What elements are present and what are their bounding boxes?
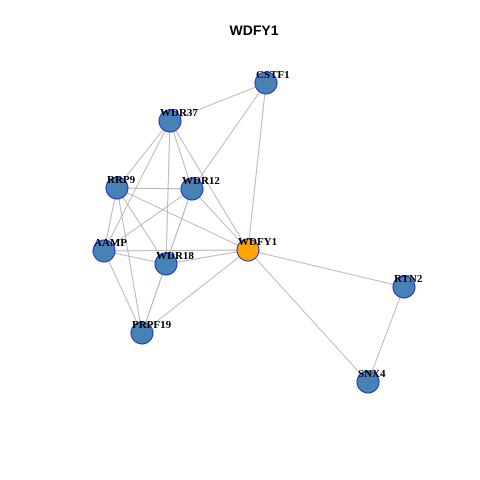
edge-wdr37-aamp — [103, 120, 171, 252]
edge-wdr12-wdfy1 — [191, 188, 249, 251]
node-label-snx4: SNX4 — [358, 368, 386, 380]
edge-wdr37-wdfy1 — [169, 120, 249, 251]
edge-cstf1-wdfy1 — [247, 82, 267, 251]
node-label-rtn2: RTN2 — [394, 273, 423, 285]
node-label-wdfy1: WDFY1 — [238, 236, 277, 248]
node-label-wdr12: WDR12 — [182, 175, 220, 187]
edges-group — [103, 82, 405, 383]
node-label-cstf1: CSTF1 — [256, 69, 290, 81]
node-cstf1 — [254, 71, 278, 95]
edge-rrp9-wdfy1 — [116, 187, 249, 251]
nodes-group — [92, 71, 416, 394]
node-label-prpf19: PRPF19 — [132, 319, 172, 331]
edge-rrp9-wdr12 — [116, 187, 193, 190]
edge-rtn2-snx4 — [367, 286, 405, 383]
edge-aamp-prpf19 — [103, 250, 143, 334]
node-wdr18 — [154, 252, 178, 276]
graph-title: WDFY1 — [230, 22, 279, 38]
edge-wdfy1-rtn2 — [247, 249, 405, 288]
node-wdfy1 — [236, 238, 260, 262]
edge-wdfy1-prpf19 — [141, 249, 249, 334]
edge-wdr37-wdr12 — [169, 120, 193, 190]
node-label-wdr37: WDR37 — [160, 107, 198, 119]
node-label-wdr18: WDR18 — [156, 250, 194, 262]
edge-cstf1-wdr12 — [191, 82, 267, 190]
node-snx4 — [356, 370, 380, 394]
edge-rrp9-prpf19 — [116, 187, 143, 334]
node-wdr37 — [158, 109, 182, 133]
node-aamp — [92, 239, 116, 263]
edge-aamp-wdfy1 — [103, 249, 249, 252]
node-label-rrp9: RRP9 — [107, 174, 136, 186]
node-prpf19 — [130, 321, 154, 345]
edge-wdr18-prpf19 — [141, 263, 167, 334]
node-wdr12 — [180, 177, 204, 201]
node-rtn2 — [392, 275, 416, 299]
edge-rrp9-wdr18 — [116, 187, 167, 265]
edge-wdr37-rrp9 — [116, 120, 171, 189]
edge-wdr18-wdfy1 — [165, 249, 249, 265]
node-label-aamp: AAMP — [94, 237, 127, 249]
node-rrp9 — [105, 176, 129, 200]
edge-wdfy1-snx4 — [247, 249, 369, 383]
edge-cstf1-wdr37 — [169, 82, 267, 122]
edge-wdr37-wdr18 — [165, 120, 171, 265]
edge-wdr12-aamp — [103, 188, 193, 252]
